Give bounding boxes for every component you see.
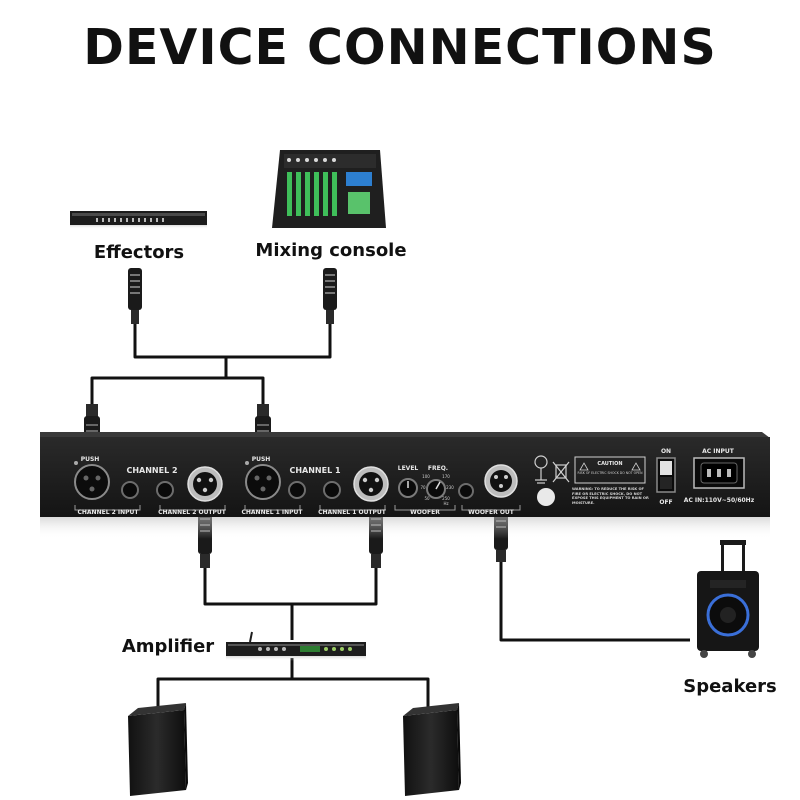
woofer-trs-output <box>458 483 474 499</box>
woofer-out-jack <box>484 464 518 498</box>
label-off: OFF <box>659 499 672 506</box>
amplifier-device <box>226 631 366 661</box>
label-on: ON <box>661 448 671 455</box>
cable-woofer <box>499 560 690 642</box>
certification-badge-icon <box>537 488 555 506</box>
speaker-right <box>403 703 461 796</box>
freq-tick-230: 230 <box>446 485 454 490</box>
cables <box>90 322 690 712</box>
ch2-input-jack <box>74 461 110 500</box>
recycle-bin-icon <box>552 461 570 483</box>
cable-outputs <box>203 565 378 606</box>
freq-tick-70: 70 <box>420 485 426 490</box>
freq-unit: Hz <box>443 501 448 506</box>
ch1-output-jack <box>353 466 389 502</box>
effectors-device <box>70 211 207 229</box>
label-channel-2: CHANNEL 2 <box>126 466 177 475</box>
page-title: DEVICE CONNECTIONS <box>83 19 717 76</box>
push-label-ch1: PUSH <box>252 456 271 463</box>
label-channel-1: CHANNEL 1 <box>289 466 340 475</box>
cable-effectors <box>133 322 332 359</box>
caution-title: CAUTION <box>597 461 622 467</box>
label-freq: FREQ. <box>428 465 448 472</box>
freq-tick-250: 250 <box>442 496 450 501</box>
active-speaker <box>697 540 759 658</box>
freq-tick-170: 170 <box>442 474 450 479</box>
mixing-console-device <box>272 150 386 228</box>
ch1-trs-output <box>323 481 341 499</box>
xlr-plug-mixer <box>323 268 337 324</box>
label-ch1-input: CHANNEL 1 INPUT <box>241 509 303 516</box>
ch2-trs-input <box>121 481 139 499</box>
warning-text: WARNING: TO REDUCE THE RISK OF FIRE OR E… <box>572 487 649 505</box>
ground-symbol-icon <box>534 455 548 484</box>
ch2-output-jack <box>187 466 223 502</box>
freq-tick-100: 100 <box>422 474 430 479</box>
cable-to-inputs <box>90 376 265 405</box>
ch1-input-jack <box>245 461 281 500</box>
label-woofer: WOOFER <box>410 509 440 516</box>
caution-label <box>574 456 646 484</box>
crossover-rear-panel: PUSH CHANNEL 2 PUSH CHANNEL 1 LEVEL <box>40 432 770 539</box>
ch2-trs-output <box>156 481 174 499</box>
label-amplifier: Amplifier <box>122 636 214 657</box>
power-switch[interactable] <box>656 457 676 493</box>
xlr-plug-effectors <box>128 268 142 324</box>
ch1-trs-input <box>288 481 306 499</box>
label-woofer-out: WOOFER OUT <box>468 509 515 516</box>
label-mixing-console: Mixing console <box>255 240 406 261</box>
label-speakers: Speakers <box>683 676 777 697</box>
label-ch1-output: CHANNEL 1 OUTPUT <box>318 509 387 516</box>
label-ch2-input: CHANNEL 2 INPUT <box>77 509 139 516</box>
label-ch2-output: CHANNEL 2 OUTPUT <box>158 509 227 516</box>
speaker-left <box>128 703 188 796</box>
cable-to-speakers <box>156 658 430 712</box>
freq-tick-50: 50 <box>424 496 430 501</box>
push-label-ch2: PUSH <box>81 456 100 463</box>
ac-power-socket[interactable] <box>693 457 745 489</box>
caution-line: RISK OF ELECTRIC SHOCK DO NOT OPEN <box>578 471 644 475</box>
label-effectors: Effectors <box>94 242 184 263</box>
label-ac-input: AC INPUT <box>702 448 735 455</box>
label-level: LEVEL <box>398 465 419 472</box>
label-ac-rating: AC IN:110V~50/60Hz <box>684 497 755 504</box>
